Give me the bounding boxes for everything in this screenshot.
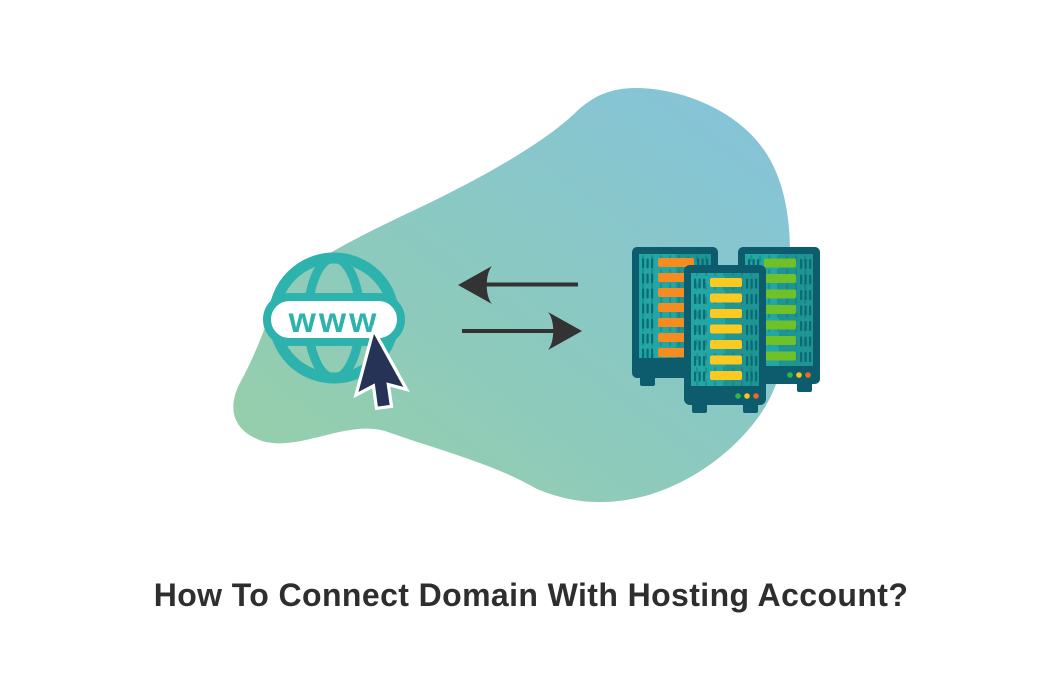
rack-rows [694, 278, 758, 382]
mouse-cursor-icon [353, 325, 410, 411]
www-label: www [288, 301, 380, 340]
page-title: How To Connect Domain With Hosting Accou… [153, 577, 909, 613]
rack-rows [748, 258, 812, 362]
status-leds [787, 372, 811, 378]
globe-www-icon: www [263, 252, 405, 384]
arrow-right-icon [462, 312, 582, 350]
arrow-left-icon [458, 266, 578, 304]
server-rack-middle [684, 265, 766, 413]
status-leds [735, 393, 759, 399]
server-racks [632, 247, 820, 413]
background-blob [233, 88, 791, 503]
www-pill [263, 293, 405, 346]
